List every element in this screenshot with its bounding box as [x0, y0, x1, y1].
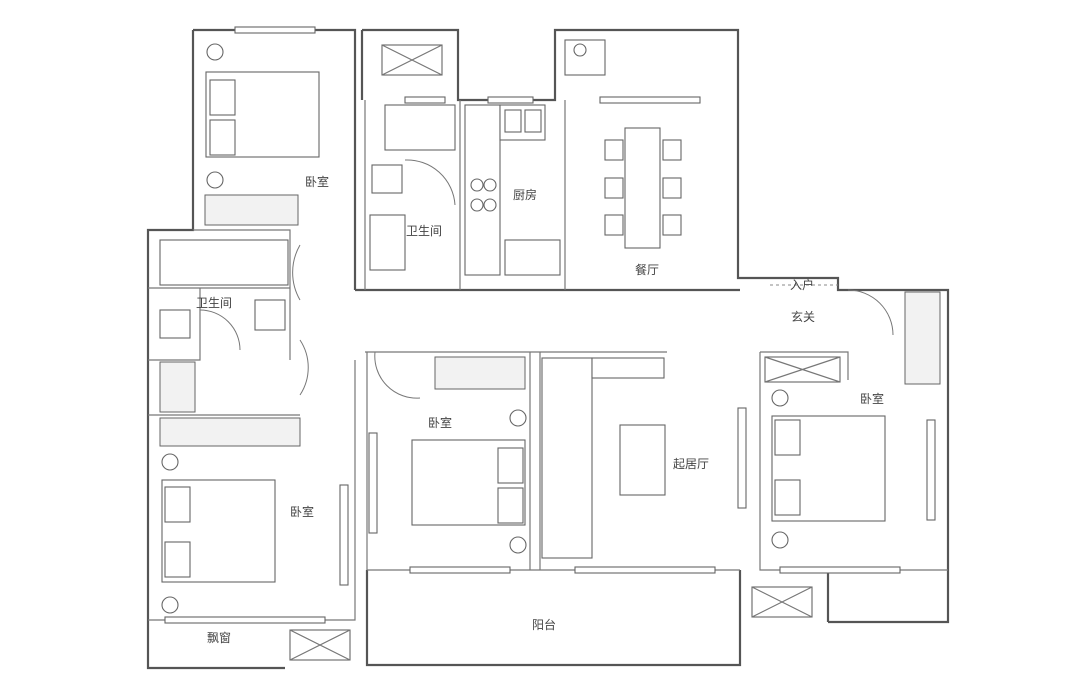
outer-walls	[146, 28, 950, 670]
windows	[164, 26, 901, 624]
label-bedroom-center: 卧室	[428, 415, 452, 430]
kitchen-fixtures	[464, 104, 561, 276]
label-bathroom-west: 卫生间	[196, 296, 232, 310]
label-dining: 餐厅	[635, 262, 659, 277]
label-bedroom-nw: 卧室	[305, 174, 329, 189]
dining-set	[604, 127, 682, 249]
label-bedroom-sw: 卧室	[290, 504, 314, 519]
bath-fixtures	[159, 104, 456, 339]
label-foyer: 玄关	[791, 309, 815, 324]
label-kitchen: 厨房	[513, 187, 537, 202]
label-living: 起居厅	[673, 457, 709, 471]
living-furniture	[541, 357, 666, 559]
ac-units	[289, 39, 841, 661]
label-bathroom-center: 卫生间	[406, 224, 442, 238]
doors	[199, 159, 894, 399]
vents	[161, 43, 789, 614]
tv-panels	[339, 407, 936, 586]
label-bedroom-east: 卧室	[860, 391, 884, 406]
label-balcony: 阳台	[532, 617, 556, 632]
label-bay-window: 飘窗	[207, 631, 231, 645]
wardrobes	[159, 194, 941, 447]
room-labels: 卧室 卫生间 厨房 餐厅 入户 玄关 卫生间 卧室 起居厅 卧室 卧室 阳台 飘…	[196, 174, 884, 645]
beds	[161, 71, 886, 583]
label-entrance: 入户	[790, 277, 814, 292]
